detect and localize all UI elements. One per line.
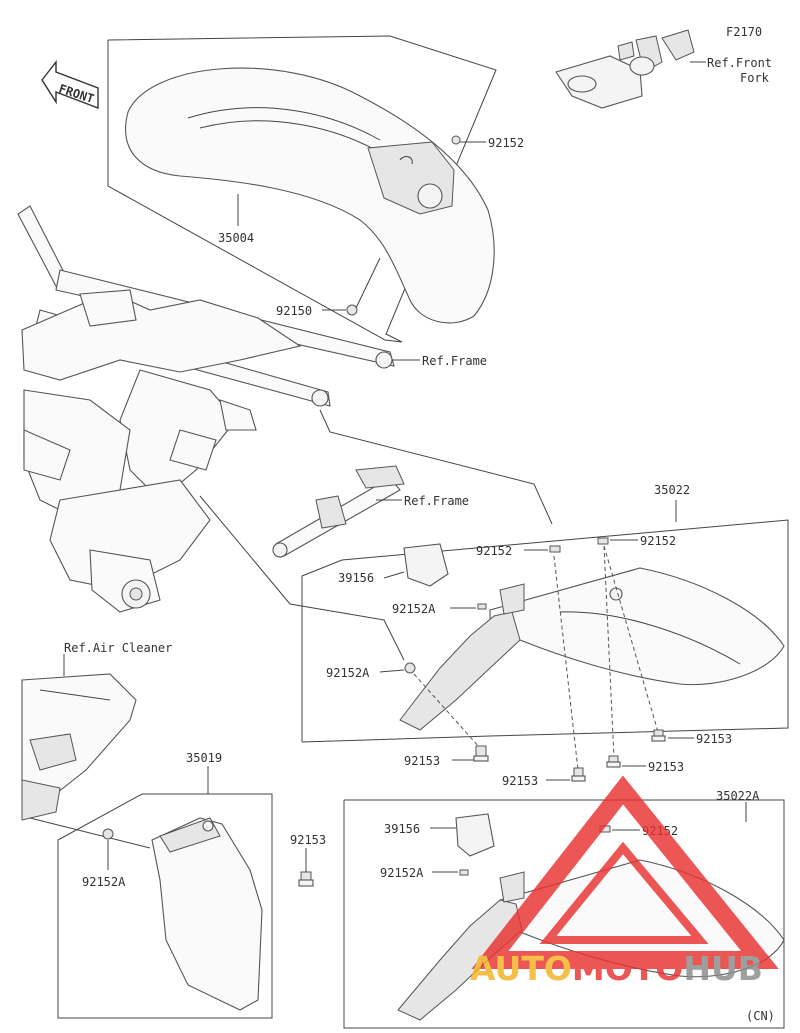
- label-cn-washer-a: 92152A: [380, 866, 424, 880]
- rear-fender-group-frame: [301, 519, 789, 743]
- label-bolt-front: 92150: [276, 304, 312, 318]
- watermark-text: AUTOMOTOHUB: [470, 949, 763, 988]
- label-bolt-c: 92153: [696, 732, 732, 746]
- rear-fender-bracket: [399, 611, 521, 731]
- label-washer-top: 92152: [488, 136, 524, 150]
- bolt-d-icon: [606, 755, 621, 768]
- label-fender-front: 35004: [218, 231, 254, 245]
- front-fender-group-frame: [107, 35, 497, 343]
- front-fender-part: [125, 67, 495, 324]
- flap-part: [151, 817, 263, 1011]
- washer-top-icon: [451, 135, 461, 145]
- washer-c-icon: [477, 603, 487, 610]
- bracket-tab: [499, 583, 525, 615]
- front-fork-part: [555, 29, 706, 109]
- label-washer-c: 92152A: [392, 602, 436, 616]
- label-washer-d: 92152A: [326, 666, 370, 680]
- fender-rib-2: [199, 120, 387, 157]
- label-flap-bolt: 92153: [290, 833, 326, 847]
- label-ref-frame-1: Ref.Frame: [422, 354, 487, 368]
- cn-bracket-tab: [499, 871, 525, 903]
- rear-fender-part: [489, 567, 785, 686]
- label-region: (CN): [746, 1009, 775, 1023]
- label-washer-b: 92152: [640, 534, 676, 548]
- cn-pad-part: [455, 813, 495, 857]
- bolt-b-icon: [571, 767, 586, 782]
- label-cn-pad: 39156: [384, 822, 420, 836]
- label-bolt-a: 92153: [404, 754, 440, 768]
- label-front-fork-2: Fork: [740, 71, 770, 85]
- label-pad: 39156: [338, 571, 374, 585]
- bolt-front-icon: [346, 304, 358, 316]
- frame-connector-2: [199, 495, 405, 661]
- front-arrow-icon: FRONT: [41, 59, 99, 110]
- bolt-c-icon: [651, 729, 666, 742]
- cn-washer-a-icon: [459, 869, 469, 876]
- label-bolt-d: 92153: [648, 760, 684, 774]
- label-bolt-b: 92153: [502, 774, 538, 788]
- watermark-logo: AUTOMOTOHUB: [470, 775, 779, 988]
- flap-washer-icon: [102, 828, 114, 840]
- washer-a-icon: [549, 545, 561, 553]
- main-frame-part: [17, 205, 395, 613]
- fender-hole: [417, 183, 443, 209]
- label-flap-washer: 92152A: [82, 875, 126, 889]
- figure-code: F2170: [726, 25, 762, 39]
- rear-fender-rib: [559, 611, 741, 665]
- label-washer-a: 92152: [476, 544, 512, 558]
- washer-d-icon: [404, 662, 416, 674]
- label-flap: 35019: [186, 751, 222, 765]
- label-rear-fender-cn: 35022A: [716, 789, 760, 803]
- flap-group-frame: [57, 793, 273, 1019]
- flap-bolt-icon: [298, 871, 314, 887]
- bolt-a-icon: [473, 745, 489, 762]
- fender-slot-icon: [399, 156, 413, 165]
- frame-connector-1: [319, 409, 553, 525]
- fender-rib-1: [187, 107, 381, 141]
- label-ref-frame-2: Ref.Frame: [404, 494, 469, 508]
- label-front-fork-1: Ref.Front: [707, 56, 772, 70]
- label-air-cleaner: Ref.Air Cleaner: [64, 641, 172, 655]
- ref-frame-crossmember: [272, 465, 405, 558]
- pad-part: [403, 543, 449, 587]
- washer-b-icon: [597, 537, 609, 545]
- label-rear-fender-group: 35022: [654, 483, 690, 497]
- air-cleaner-part: [21, 673, 137, 821]
